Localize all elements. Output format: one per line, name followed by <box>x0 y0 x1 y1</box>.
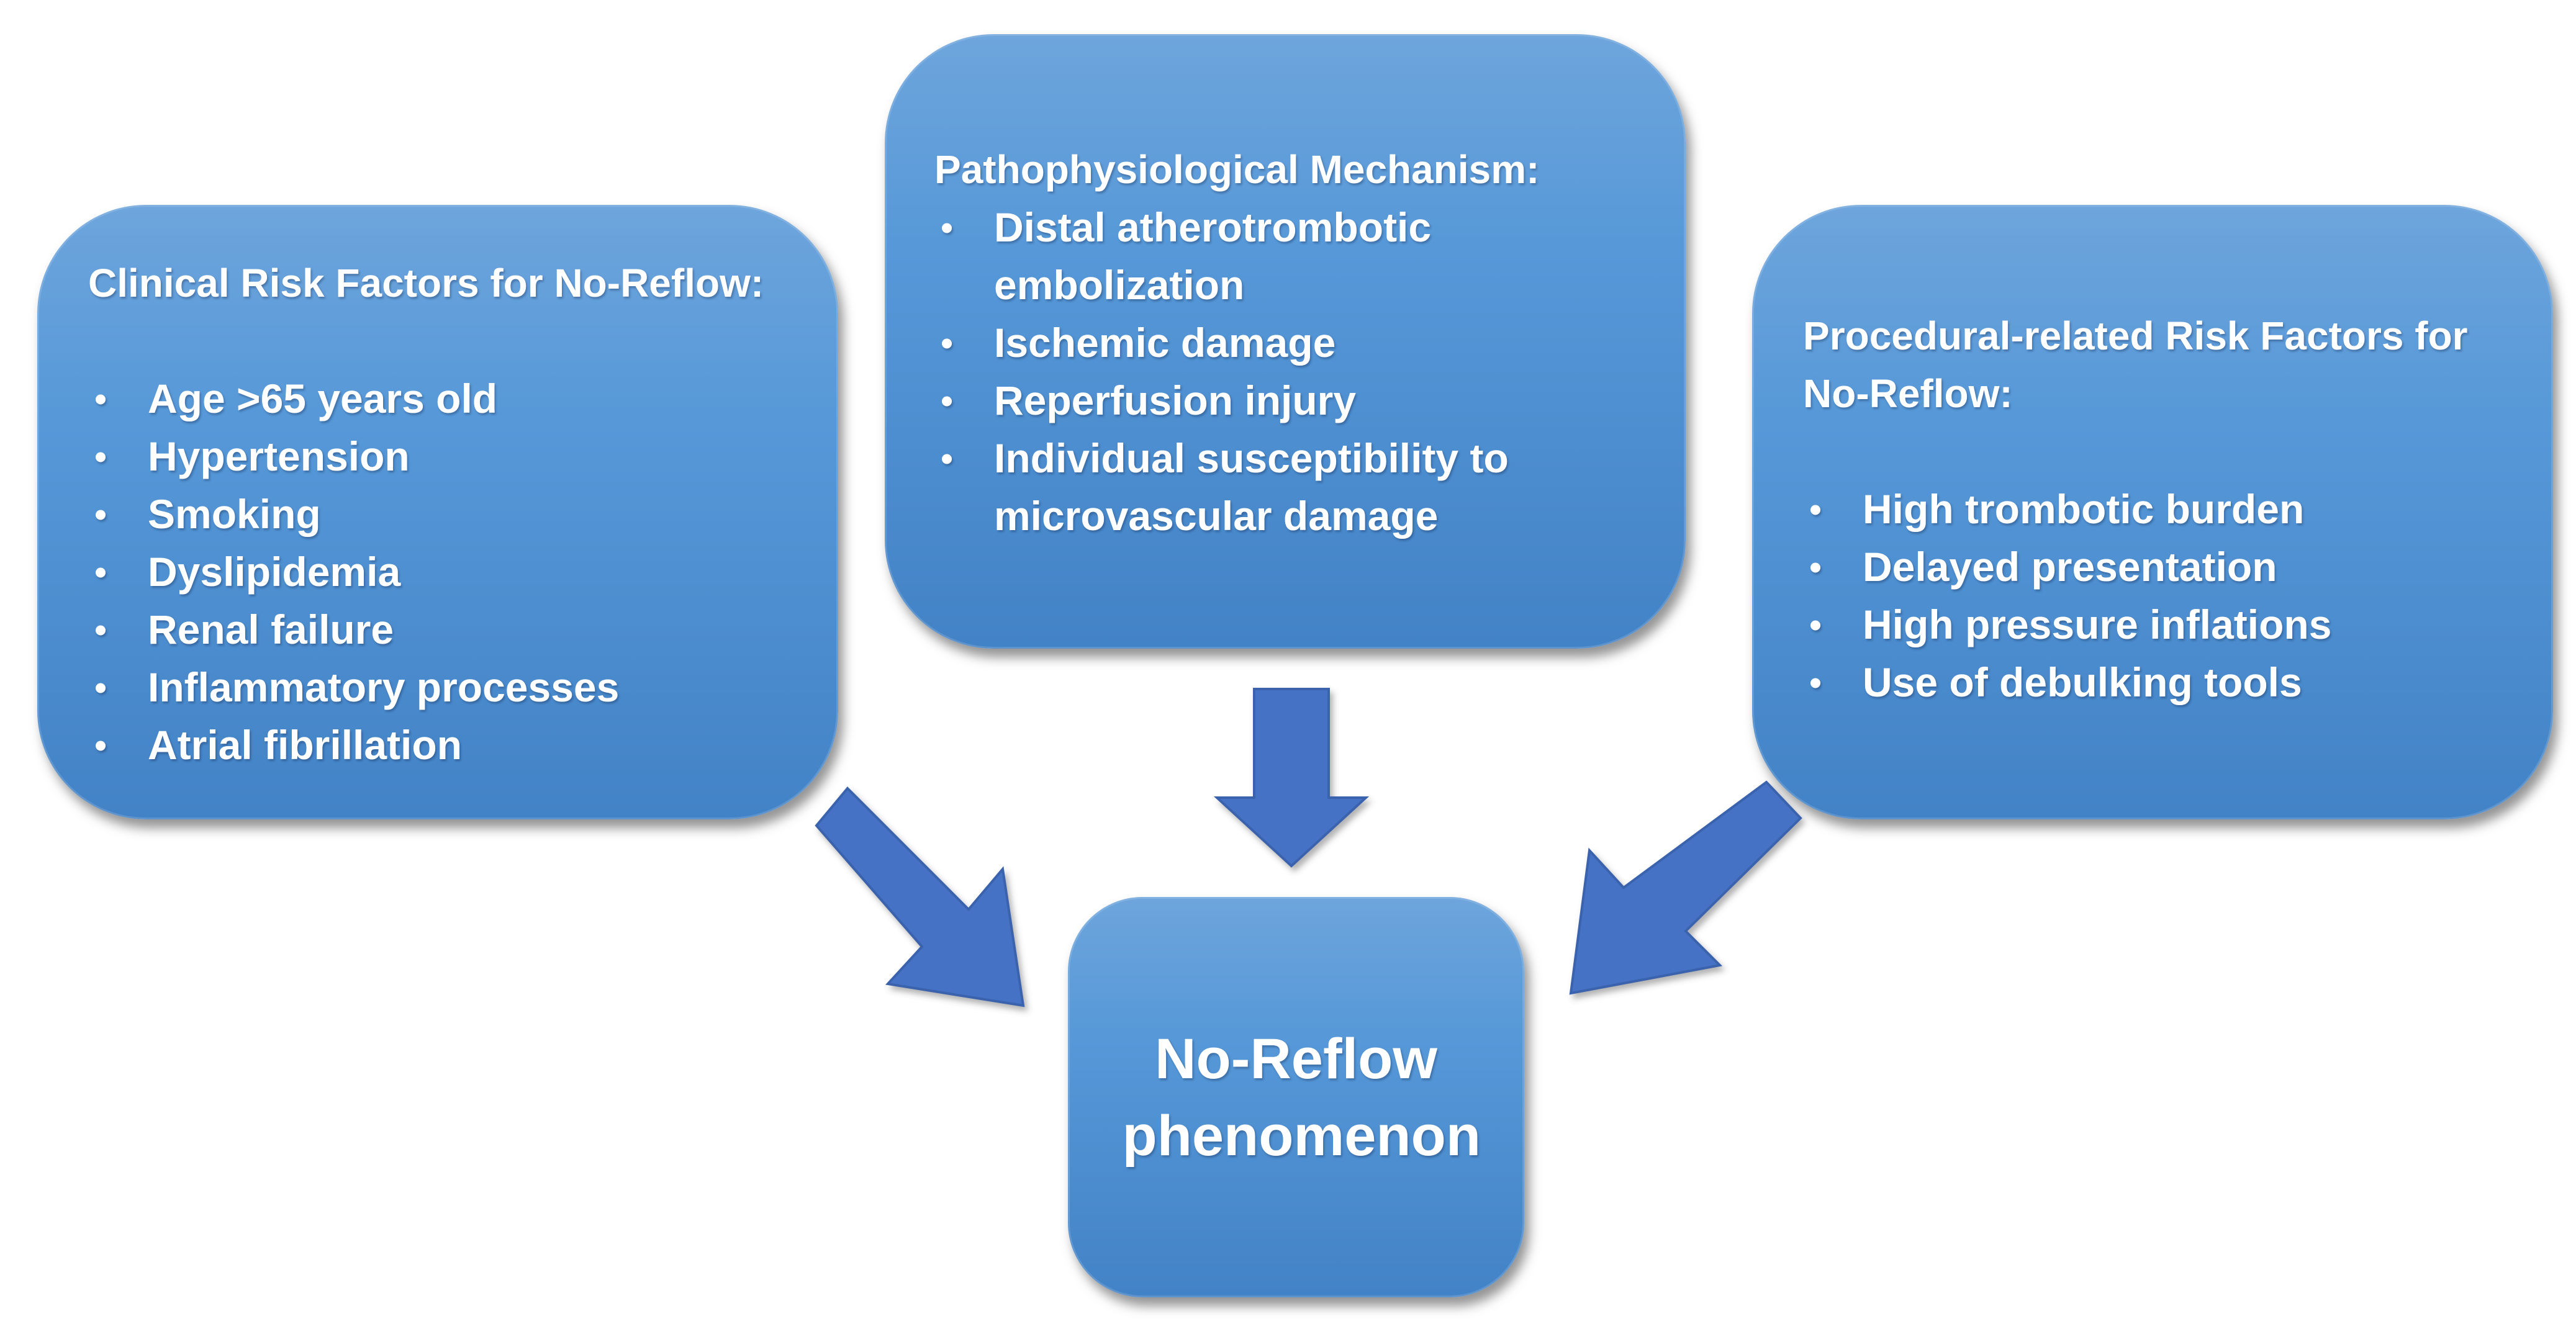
bullet-icon: • <box>94 379 107 418</box>
arrow-procedural-to-result <box>1569 780 1802 995</box>
bullet-icon: • <box>941 381 953 420</box>
clinical-risk-factors-box: Clinical Risk Factors for No-Reflow: •Ag… <box>37 205 838 819</box>
arrow-clinical-to-result <box>815 786 1025 1007</box>
list-item: •Age >65 years old <box>88 370 838 428</box>
procedural-risk-factors-list: •High trombotic burden •Delayed presenta… <box>1803 480 2553 711</box>
bullet-icon: • <box>94 668 107 707</box>
list-item: •Dyslipidemia <box>88 543 838 601</box>
bullet-icon: • <box>94 610 107 649</box>
procedural-risk-factors-box: Procedural-related Risk Factors for No-R… <box>1752 205 2553 819</box>
no-reflow-phenomenon-box: No-Reflow phenomenon <box>1068 897 1524 1297</box>
list-item: •Individual susceptibility to microvascu… <box>934 430 1555 545</box>
clinical-risk-factors-list: •Age >65 years old •Hypertension •Smokin… <box>88 370 838 774</box>
list-item: •High pressure inflations <box>1803 596 2553 654</box>
bullet-icon: • <box>941 208 953 247</box>
list-item: •Atrial fibrillation <box>88 716 838 774</box>
bullet-icon: • <box>94 495 107 534</box>
list-item: •Hypertension <box>88 428 838 485</box>
list-item: •Renal failure <box>88 601 838 659</box>
list-item: •Ischemic damage <box>934 314 1555 372</box>
list-item: •Distal atherotrombotic embolization <box>934 199 1555 314</box>
pathophysiological-mechanism-list: •Distal atherotrombotic embolization •Is… <box>934 199 1555 545</box>
bullet-icon: • <box>941 439 953 478</box>
bullet-icon: • <box>1809 547 1822 587</box>
bullet-icon: • <box>94 726 107 765</box>
list-item: •Smoking <box>88 485 838 543</box>
list-item: •Delayed presentation <box>1803 538 2553 596</box>
list-item: •High trombotic burden <box>1803 480 2553 538</box>
bullet-icon: • <box>94 437 107 476</box>
clinical-risk-factors-heading: Clinical Risk Factors for No-Reflow: <box>88 261 764 305</box>
pathophysiological-mechanism-box: Pathophysiological Mechanism: •Distal at… <box>885 34 1686 649</box>
procedural-risk-factors-heading: Procedural-related Risk Factors for No-R… <box>1803 313 2468 416</box>
list-item: •Inflammatory processes <box>88 659 838 716</box>
arrow-mechanism-to-result <box>1213 688 1370 868</box>
bullet-icon: • <box>1809 663 1822 702</box>
pathophysiological-mechanism-heading: Pathophysiological Mechanism: <box>934 147 1540 192</box>
no-reflow-phenomenon-label: No-Reflow phenomenon <box>1122 1027 1481 1168</box>
bullet-icon: • <box>1809 490 1822 529</box>
list-item: •Reperfusion injury <box>934 372 1555 430</box>
bullet-icon: • <box>941 323 953 363</box>
list-item: •Use of debulking tools <box>1803 654 2553 711</box>
bullet-icon: • <box>94 552 107 592</box>
bullet-icon: • <box>1809 605 1822 644</box>
